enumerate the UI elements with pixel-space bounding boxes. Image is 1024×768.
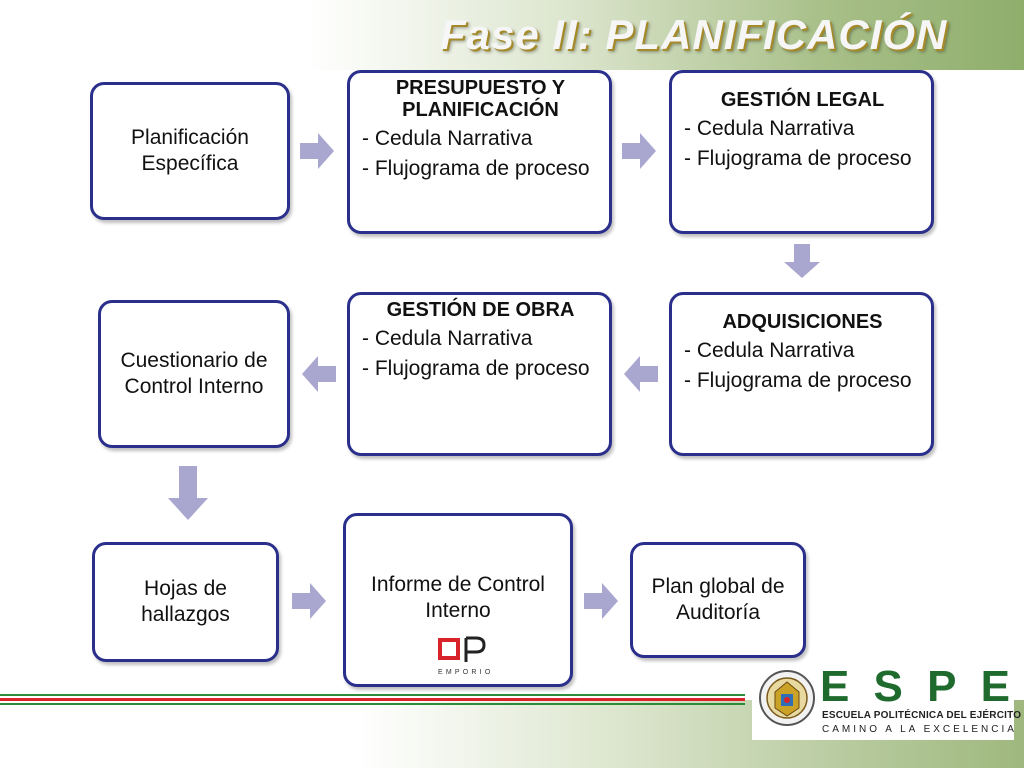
node-item: - Cedula Narrativa xyxy=(362,327,533,350)
node-item: - Flujograma de proceso xyxy=(362,357,590,380)
node-item: - Flujograma de proceso xyxy=(684,147,912,170)
node-item: - Cedula Narrativa xyxy=(684,117,855,140)
node-item: - Cedula Narrativa xyxy=(362,127,533,150)
arrow-down-icon xyxy=(168,466,208,520)
node-title: GESTIÓN DE OBRA xyxy=(386,299,575,321)
espe-logo-letters: E S P E xyxy=(820,662,1010,711)
node-label: Planificación Específica xyxy=(131,126,249,175)
node-title: PRESUPUESTO Y PLANIFICACIÓN xyxy=(395,77,566,121)
footer-stripe-green xyxy=(0,703,745,705)
arrow-right-icon xyxy=(292,583,326,619)
slide-title: Fase II: PLANIFICACIÓN xyxy=(440,11,948,58)
arrow-right-icon xyxy=(300,133,334,169)
emporio-brand: EMPORIO xyxy=(438,669,493,676)
node-planificacion-especifica: Planificación Específica xyxy=(90,82,290,220)
node-informe-control-interno: Informe de Control Interno EMPORIO xyxy=(343,513,573,687)
title-bar xyxy=(0,0,1024,70)
footer-stripe-green xyxy=(0,694,745,696)
espe-letter: E xyxy=(820,662,850,711)
node-title: GESTIÓN LEGAL xyxy=(720,89,885,111)
node-item: - Flujograma de proceso xyxy=(684,369,912,392)
espe-institution-name: ESCUELA POLITÉCNICA DEL EJÉRCITO xyxy=(822,710,1022,721)
node-item: - Cedula Narrativa xyxy=(684,339,855,362)
arrow-left-icon xyxy=(302,356,336,392)
emporio-watermark: EMPORIO xyxy=(438,636,493,676)
arrow-right-icon xyxy=(622,133,656,169)
espe-letter: P xyxy=(927,662,957,711)
espe-motto: CAMINO A LA EXCELENCIA xyxy=(822,724,1017,735)
node-adquisiciones: ADQUISICIONES - Cedula Narrativa - Flujo… xyxy=(669,292,934,456)
node-gestion-legal: GESTIÓN LEGAL - Cedula Narrativa - Flujo… xyxy=(669,70,934,234)
node-label: Cuestionario de Control Interno xyxy=(120,349,268,398)
footer-stripe-red xyxy=(0,698,745,701)
node-label: Hojas de hallazgos xyxy=(141,577,230,626)
arrow-right-icon xyxy=(584,583,618,619)
node-label: Informe de Control Interno xyxy=(371,573,545,622)
espe-seal-icon xyxy=(759,670,815,726)
node-item: - Flujograma de proceso xyxy=(362,157,590,180)
node-cuestionario-control-interno: Cuestionario de Control Interno xyxy=(98,300,290,448)
espe-letter: E xyxy=(980,662,1010,711)
node-gestion-obra: GESTIÓN DE OBRA - Cedula Narrativa - Flu… xyxy=(347,292,612,456)
espe-letter: S xyxy=(873,662,903,711)
node-hojas-hallazgos: Hojas de hallazgos xyxy=(92,542,279,662)
arrow-down-icon xyxy=(784,244,820,278)
node-plan-global-auditoria: Plan global de Auditoría xyxy=(630,542,806,658)
node-title: ADQUISICIONES xyxy=(722,311,883,333)
node-presupuesto-planificacion: PRESUPUESTO Y PLANIFICACIÓN - Cedula Nar… xyxy=(347,70,612,234)
arrow-left-icon xyxy=(624,356,658,392)
node-label: Plan global de Auditoría xyxy=(651,575,785,624)
